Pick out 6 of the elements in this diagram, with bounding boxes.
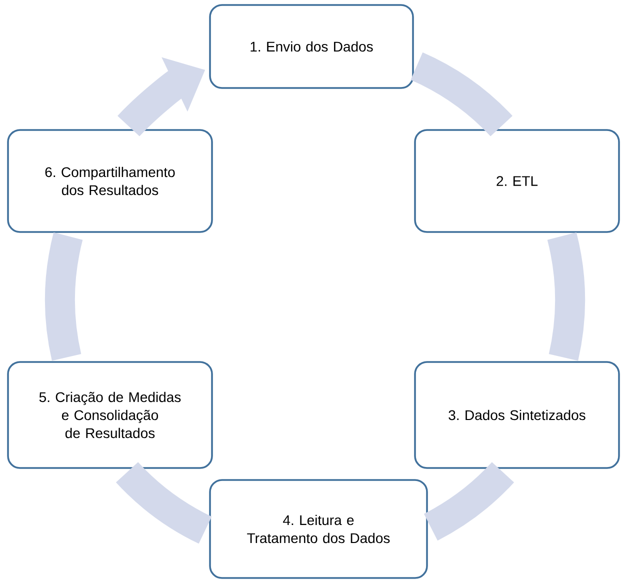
process-box: 1. Envio dos Dados <box>209 4 414 89</box>
process-box: 2. ETL <box>414 129 620 233</box>
process-box: 5. Criação de Medidas e Consolidação de Resultados <box>7 361 213 469</box>
process-box: 3. Dados Sintetizados <box>414 361 620 469</box>
process-box: 4. Leitura e Tratamento dos Dados <box>209 479 428 579</box>
process-box: 6. Compartilhamento dos Resultados <box>7 129 213 233</box>
